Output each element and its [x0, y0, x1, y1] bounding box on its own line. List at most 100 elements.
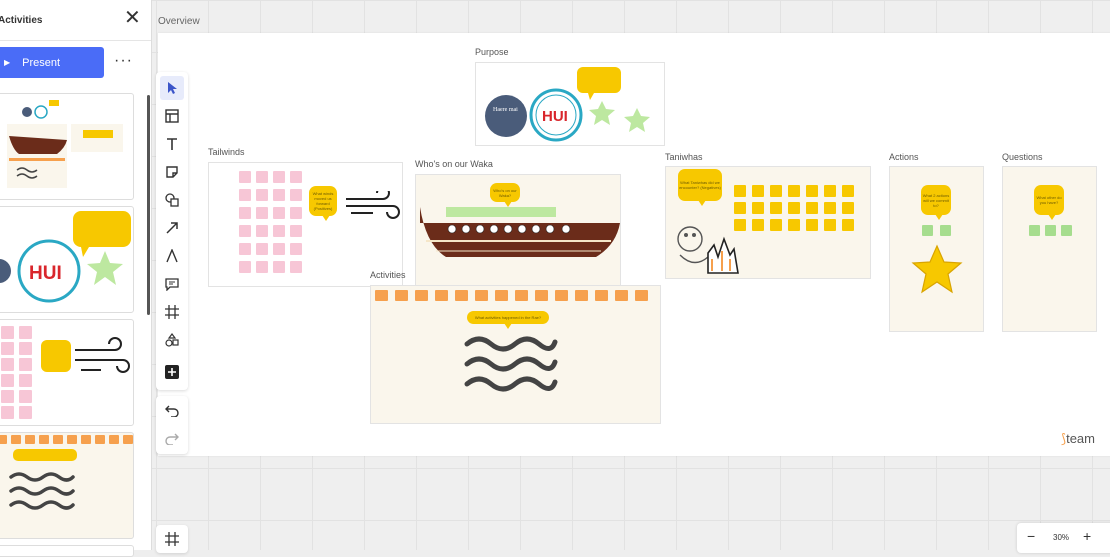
sticky-note[interactable]	[239, 171, 251, 183]
sticky-note[interactable]	[25, 435, 35, 444]
sticky-note[interactable]	[290, 189, 302, 201]
frame-activities[interactable]: What activities happened in the Rae?	[370, 285, 661, 424]
frame-tool[interactable]	[160, 300, 184, 324]
integrations-tool[interactable]	[160, 328, 184, 352]
sticky-note[interactable]	[123, 435, 133, 444]
sticky-note[interactable]	[1029, 225, 1040, 236]
frame-actions[interactable]: What 2 actions will we commit to?	[889, 166, 984, 332]
sticky-note[interactable]	[734, 219, 746, 231]
sticky-note[interactable]	[290, 207, 302, 219]
sticky-note[interactable]	[806, 219, 818, 231]
sticky-note[interactable]	[19, 358, 32, 371]
sticky-note[interactable]	[1045, 225, 1056, 236]
sticky-note[interactable]	[595, 290, 608, 301]
sticky-note[interactable]	[395, 290, 408, 301]
sticky-note[interactable]	[256, 207, 268, 219]
sticky-note[interactable]	[53, 435, 63, 444]
sticky-note[interactable]	[19, 406, 32, 419]
sticky-note[interactable]	[555, 290, 568, 301]
sticky-note[interactable]	[375, 290, 388, 301]
sticky-note[interactable]	[239, 261, 251, 273]
breadcrumb[interactable]: Overview	[158, 16, 200, 27]
more-options-icon[interactable]: ···	[114, 52, 133, 69]
sticky-note[interactable]	[239, 189, 251, 201]
sticky-note[interactable]	[770, 202, 782, 214]
present-button[interactable]: ▶ Present	[0, 47, 104, 78]
sticky-note[interactable]	[1, 374, 14, 387]
sticky-note[interactable]	[824, 219, 836, 231]
zoom-in-button[interactable]: +	[1083, 528, 1092, 544]
sticky-note[interactable]	[940, 225, 951, 236]
sticky-note[interactable]	[273, 225, 285, 237]
sticky-note[interactable]	[19, 374, 32, 387]
sticky-note[interactable]	[1, 406, 14, 419]
sticky-note[interactable]	[770, 219, 782, 231]
sticky-note-tool[interactable]	[160, 160, 184, 184]
slide-thumbnail-overview[interactable]	[0, 93, 134, 200]
frame-tailwinds[interactable]: What winds moved us forward (Positives)	[208, 162, 403, 287]
sticky-note[interactable]	[1, 326, 14, 339]
sticky-note[interactable]	[770, 185, 782, 197]
sticky-note[interactable]	[788, 219, 800, 231]
sticky-note[interactable]	[806, 202, 818, 214]
sticky-note[interactable]	[95, 435, 105, 444]
frame-taniwhas[interactable]: What Taniwhas did we encounter? (Negativ…	[665, 166, 871, 279]
zoom-level[interactable]: 30%	[1053, 533, 1070, 542]
frames-toggle-button[interactable]	[156, 525, 188, 553]
redo-button[interactable]	[160, 427, 184, 451]
sticky-note[interactable]	[273, 171, 285, 183]
sticky-note[interactable]	[635, 290, 648, 301]
sticky-note[interactable]	[19, 326, 32, 339]
sticky-note[interactable]	[273, 207, 285, 219]
sticky-note[interactable]	[109, 435, 119, 444]
frame-whos-on[interactable]: Who's on our Waka?	[415, 174, 621, 287]
sticky-note[interactable]	[842, 219, 854, 231]
sticky-note[interactable]	[239, 225, 251, 237]
sticky-note[interactable]	[1061, 225, 1072, 236]
sticky-note[interactable]	[922, 225, 933, 236]
close-icon[interactable]: ✕	[124, 7, 141, 29]
sticky-note[interactable]	[19, 390, 32, 403]
panel-scrollbar[interactable]	[147, 95, 150, 315]
sticky-note[interactable]	[256, 171, 268, 183]
sticky-note[interactable]	[81, 435, 91, 444]
zoom-out-button[interactable]: −	[1027, 528, 1036, 544]
sticky-note[interactable]	[290, 225, 302, 237]
slide-thumbnail-purpose[interactable]: HUI	[0, 206, 134, 313]
sticky-note[interactable]	[788, 202, 800, 214]
sticky-note[interactable]	[273, 261, 285, 273]
sticky-note[interactable]	[752, 219, 764, 231]
sticky-note[interactable]	[256, 189, 268, 201]
select-tool[interactable]	[160, 76, 184, 100]
slide-thumbnail-tailwinds[interactable]	[0, 319, 134, 426]
sticky-note[interactable]	[535, 290, 548, 301]
sticky-note[interactable]	[256, 225, 268, 237]
sticky-note[interactable]	[824, 185, 836, 197]
sticky-note[interactable]	[752, 185, 764, 197]
sticky-note[interactable]	[1, 390, 14, 403]
text-tool[interactable]	[160, 132, 184, 156]
connector-tool[interactable]	[160, 216, 184, 240]
shape-tool[interactable]	[160, 188, 184, 212]
sticky-note[interactable]	[415, 290, 428, 301]
sticky-note[interactable]	[239, 207, 251, 219]
sticky-note[interactable]	[256, 261, 268, 273]
sticky-note[interactable]	[842, 185, 854, 197]
undo-button[interactable]	[160, 399, 184, 423]
frame-purpose[interactable]: Haere mai HUI	[475, 62, 665, 146]
sticky-note[interactable]	[1, 342, 14, 355]
slide-thumbnail-next[interactable]	[0, 545, 134, 557]
sticky-note[interactable]	[788, 185, 800, 197]
sticky-note[interactable]	[435, 290, 448, 301]
sticky-note[interactable]	[290, 243, 302, 255]
slide-thumbnail-activities[interactable]	[0, 432, 134, 539]
sticky-note[interactable]	[495, 290, 508, 301]
sticky-note[interactable]	[39, 435, 49, 444]
sticky-note[interactable]	[455, 290, 468, 301]
sticky-note[interactable]	[1, 358, 14, 371]
pen-tool[interactable]	[160, 244, 184, 268]
sticky-note[interactable]	[290, 171, 302, 183]
sticky-note[interactable]	[824, 202, 836, 214]
sticky-note[interactable]	[515, 290, 528, 301]
sticky-note[interactable]	[11, 435, 21, 444]
